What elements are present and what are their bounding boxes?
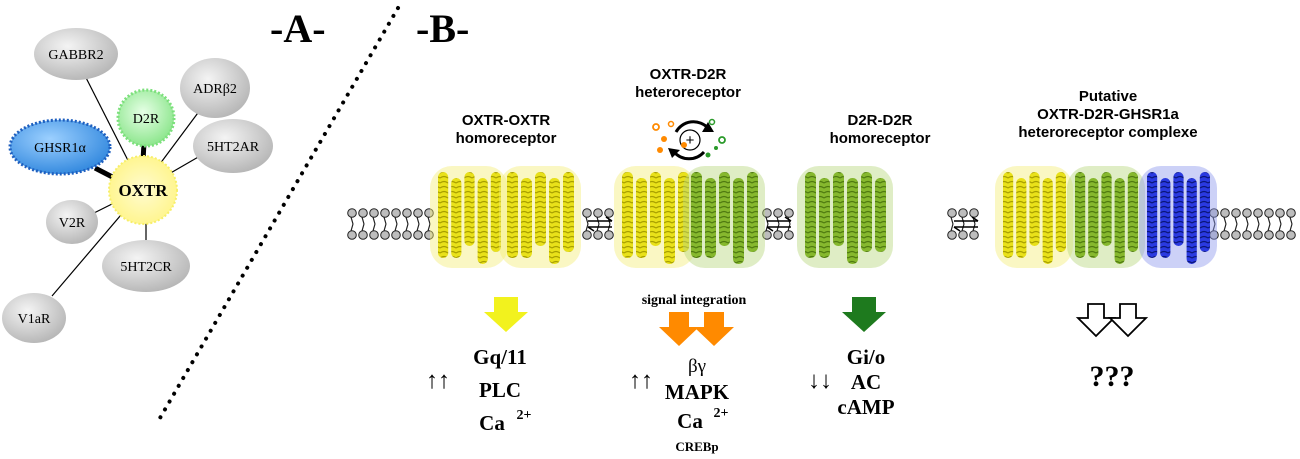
receptor-titles: OXTR-OXTR homoreceptor OXTR-D2R heterore… bbox=[456, 66, 1198, 147]
trend-up-1: ↑↑ bbox=[426, 368, 450, 394]
node-v2r-label: V2R bbox=[59, 216, 86, 231]
node-d2r bbox=[116, 88, 176, 148]
trend-down: ↓↓ bbox=[808, 368, 832, 394]
svg-text:+: + bbox=[686, 132, 695, 149]
title-oxtr-oxtr-line2: homoreceptor bbox=[456, 130, 557, 147]
output-ca-1-charge: 2+ bbox=[517, 408, 532, 423]
arrow-orange-left bbox=[659, 312, 699, 346]
panel-a: -A- OXTR GABBR2 ADRβ2 D2R GHSR1α 5HT2AR … bbox=[2, 6, 326, 343]
output-ca-2: Ca bbox=[677, 409, 703, 433]
node-5ht2cr-label: 5HT2CR bbox=[120, 260, 172, 275]
arrow-gio-green bbox=[842, 297, 886, 332]
title-d2r-d2r-line1: D2R-D2R bbox=[847, 112, 912, 129]
node-ghsr1a-label: GHSR1α bbox=[34, 141, 86, 156]
equilibrium-arrow-3 bbox=[953, 216, 979, 232]
equilibrium-arrows bbox=[587, 216, 979, 232]
node-v1ar bbox=[2, 293, 66, 343]
membrane-segment-3 bbox=[762, 208, 794, 240]
output-ca-1: Ca bbox=[479, 411, 505, 435]
title-oxtr-d2r-line2: heteroreceptor bbox=[635, 84, 741, 101]
edge-v1ar bbox=[51, 201, 133, 297]
output-gio: Gi/o bbox=[847, 345, 886, 369]
title-d2r-d2r-line2: homoreceptor bbox=[830, 130, 931, 147]
panel-b-label: -B- bbox=[416, 6, 469, 51]
equilibrium-arrow-2 bbox=[766, 216, 792, 232]
node-adrb2-label: ADRβ2 bbox=[193, 82, 237, 97]
output-d2r-d2r: ↓↓ Gi/o AC cAMP bbox=[808, 345, 895, 419]
node-5ht2ar bbox=[193, 119, 273, 173]
membrane-segment-4 bbox=[947, 208, 979, 240]
node-5ht2cr bbox=[102, 240, 190, 292]
output-oxtr-oxtr: ↑↑ Gq/11 PLC Ca 2+ bbox=[426, 345, 532, 435]
panel-b: -B- OXTR-OXTR homoreceptor OXTR-D2R hete… bbox=[347, 6, 1296, 454]
signal-integration-label: signal integration bbox=[642, 293, 747, 308]
d2r-protomer-b bbox=[797, 166, 893, 268]
arrow-orange-right bbox=[694, 312, 734, 346]
arrow-gq-yellow bbox=[484, 297, 528, 332]
oxtr-protomer-b bbox=[499, 166, 581, 268]
panel-a-label: -A- bbox=[270, 6, 326, 51]
d2r-protomer-a bbox=[683, 166, 765, 268]
membrane-segment-5 bbox=[1209, 208, 1296, 240]
node-ghsr1a bbox=[8, 118, 112, 176]
arrow-unknown-left bbox=[1075, 303, 1117, 338]
ghsr1a-protomer bbox=[1139, 166, 1217, 268]
node-v1ar-label: V1aR bbox=[18, 312, 51, 327]
title-oxtr-oxtr-line1: OXTR-OXTR bbox=[462, 112, 550, 129]
node-5ht2ar-label: 5HT2AR bbox=[207, 140, 260, 155]
title-complex-line3: heteroreceptor complexe bbox=[1018, 124, 1197, 141]
node-gabbr2-label: GABBR2 bbox=[48, 48, 103, 63]
d2r-protomer-c bbox=[1067, 166, 1145, 268]
output-mapk: MAPK bbox=[665, 380, 730, 404]
allosteric-interaction-icon: + bbox=[652, 118, 726, 161]
title-oxtr-d2r-line1: OXTR-D2R bbox=[650, 66, 727, 83]
membrane-segment-1 bbox=[347, 208, 434, 240]
output-plc: PLC bbox=[479, 378, 521, 402]
oxtr-protomer-d bbox=[995, 166, 1073, 268]
node-adrb2 bbox=[180, 58, 250, 118]
output-gq11: Gq/11 bbox=[473, 345, 527, 369]
arrow-unknown-right bbox=[1107, 303, 1149, 338]
receptor-proteins bbox=[430, 166, 1217, 268]
output-camp: cAMP bbox=[837, 395, 894, 419]
title-complex-line2: OXTR-D2R-GHSR1a bbox=[1037, 106, 1179, 123]
output-oxtr-d2r: ↑↑ βγ MAPK Ca 2+ CREBp bbox=[629, 356, 730, 454]
panel-divider bbox=[158, 6, 400, 420]
output-ca-2-charge: 2+ bbox=[714, 406, 729, 421]
oxtr-protomer-c bbox=[614, 166, 696, 268]
output-beta-gamma: βγ bbox=[688, 356, 706, 377]
equilibrium-arrow-1 bbox=[587, 216, 613, 232]
output-crebp: CREBp bbox=[675, 439, 718, 454]
output-ac: AC bbox=[851, 370, 881, 394]
oxtr-protomer-a bbox=[430, 166, 508, 268]
oxtr-node-label: OXTR bbox=[118, 181, 168, 200]
title-complex-line1: Putative bbox=[1079, 88, 1137, 105]
node-gabbr2 bbox=[34, 28, 118, 80]
oxtr-node bbox=[108, 155, 178, 225]
membrane-segment-2 bbox=[582, 208, 614, 240]
node-d2r-label: D2R bbox=[133, 112, 160, 127]
output-unknown: ??? bbox=[1090, 360, 1135, 393]
trend-up-2: ↑↑ bbox=[629, 368, 653, 394]
node-v2r bbox=[46, 200, 98, 244]
